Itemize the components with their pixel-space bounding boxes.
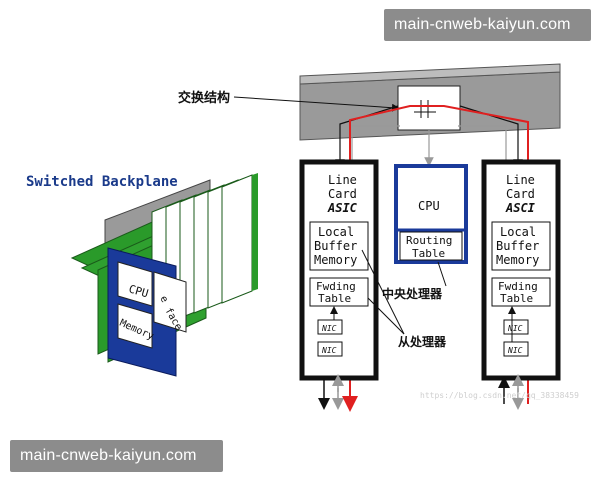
lc-left-fwd2: Table — [318, 292, 351, 305]
lc-left-fwd-box — [309, 277, 369, 307]
faint-source-url: https://blog.csdn.net/qq_38338459 — [420, 391, 579, 400]
lc-right-nic2-box — [503, 341, 529, 357]
lc-left-buffer-box — [309, 221, 369, 271]
lc-left-nic1: NIC — [321, 324, 337, 333]
switched-backplane-title: Switched Backplane — [26, 174, 178, 190]
routing-label-1: Routing — [406, 234, 452, 247]
lc-left-nic2: NIC — [321, 346, 337, 355]
lc-right-buffer2: Buffer — [496, 239, 539, 253]
lc-right-buffer1: Local — [500, 225, 536, 239]
watermark-top: main-cnweb-kaiyun.com — [384, 9, 591, 41]
lc-right-line1: Line — [506, 173, 535, 187]
routing-label-2: Table — [412, 247, 445, 260]
lc-left-fwd1: Fwding — [316, 280, 356, 293]
lc-right-line3: ASCI — [505, 201, 536, 215]
routing-table-box — [399, 231, 463, 261]
lc-left-buffer2: Buffer — [314, 239, 357, 253]
lc-right-nic1-box — [503, 319, 529, 335]
lc-right-nic2: NIC — [507, 346, 523, 355]
lc-left-nic2-box — [317, 341, 343, 357]
lc-left-buffer3: Memory — [314, 253, 357, 267]
central-cpu-label: CPU — [418, 199, 440, 213]
lc-left-line1: Line — [328, 173, 357, 187]
lc-left-line2: Card — [328, 187, 357, 201]
slave-processor-label: 从处理器 — [398, 334, 447, 349]
lc-right-fwd1: Fwding — [498, 280, 538, 293]
lc-right-fwd2: Table — [500, 292, 533, 305]
lc-left-nic1-box — [317, 319, 343, 335]
switch-fabric-label: 交换结构 — [178, 90, 230, 106]
left-card-cpu-label: CPU — [127, 282, 150, 300]
central-processor-label: 中央处理器 — [382, 286, 443, 301]
lc-left-line3: ASIC — [327, 201, 358, 215]
lc-right-fwd-box — [491, 277, 551, 307]
watermark-bottom: main-cnweb-kaiyun.com — [10, 440, 223, 472]
front-blue-card: CPU Memory e face — [107, 247, 187, 377]
left-card-partial-label-1: e — [157, 294, 170, 305]
lc-right-line2: Card — [506, 187, 535, 201]
lc-right-nic1: NIC — [507, 324, 523, 333]
lc-left-buffer1: Local — [318, 225, 354, 239]
lc-right-buffer-box — [491, 221, 551, 271]
lc-right-buffer3: Memory — [496, 253, 539, 267]
